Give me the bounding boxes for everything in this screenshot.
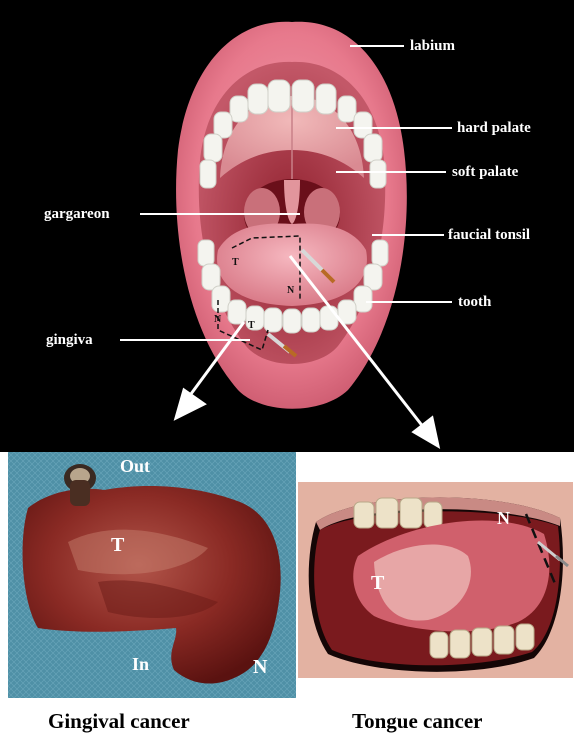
upper-teeth-photo	[354, 498, 442, 528]
label-gingiva: gingiva	[46, 332, 93, 348]
label-tongue-tumor: T	[371, 572, 384, 595]
tongue-cancer-photo: N T	[298, 482, 573, 678]
label-soft-palate: soft palate	[452, 164, 518, 180]
marker-tongue-normal: N	[287, 283, 294, 299]
label-gargareon: gargareon	[44, 206, 110, 222]
mouth-illustration	[0, 0, 574, 452]
label-labium: labium	[410, 38, 455, 54]
caption-gingival-cancer: Gingival cancer	[48, 708, 190, 734]
tongue-cancer-image	[298, 482, 573, 678]
marker-tongue-tumor: T	[232, 255, 239, 271]
caption-tongue-cancer: Tongue cancer	[352, 708, 482, 734]
label-gingival-tumor: T	[111, 534, 124, 557]
gingival-specimen-photo: Out T In N	[8, 452, 296, 698]
label-gingival-normal: N	[253, 656, 267, 679]
label-hard-palate: hard palate	[457, 120, 531, 136]
label-tongue-normal: N	[497, 508, 510, 529]
label-out: Out	[120, 456, 150, 477]
label-tooth: tooth	[458, 294, 491, 310]
label-faucial-tonsil: faucial tonsil	[448, 227, 530, 243]
mouth-anatomy-diagram: labium hard palate soft palate gargareon…	[0, 0, 574, 452]
marker-gum-normal: N	[214, 312, 221, 328]
label-in: In	[132, 654, 149, 675]
marker-gum-tumor: T	[248, 318, 255, 334]
